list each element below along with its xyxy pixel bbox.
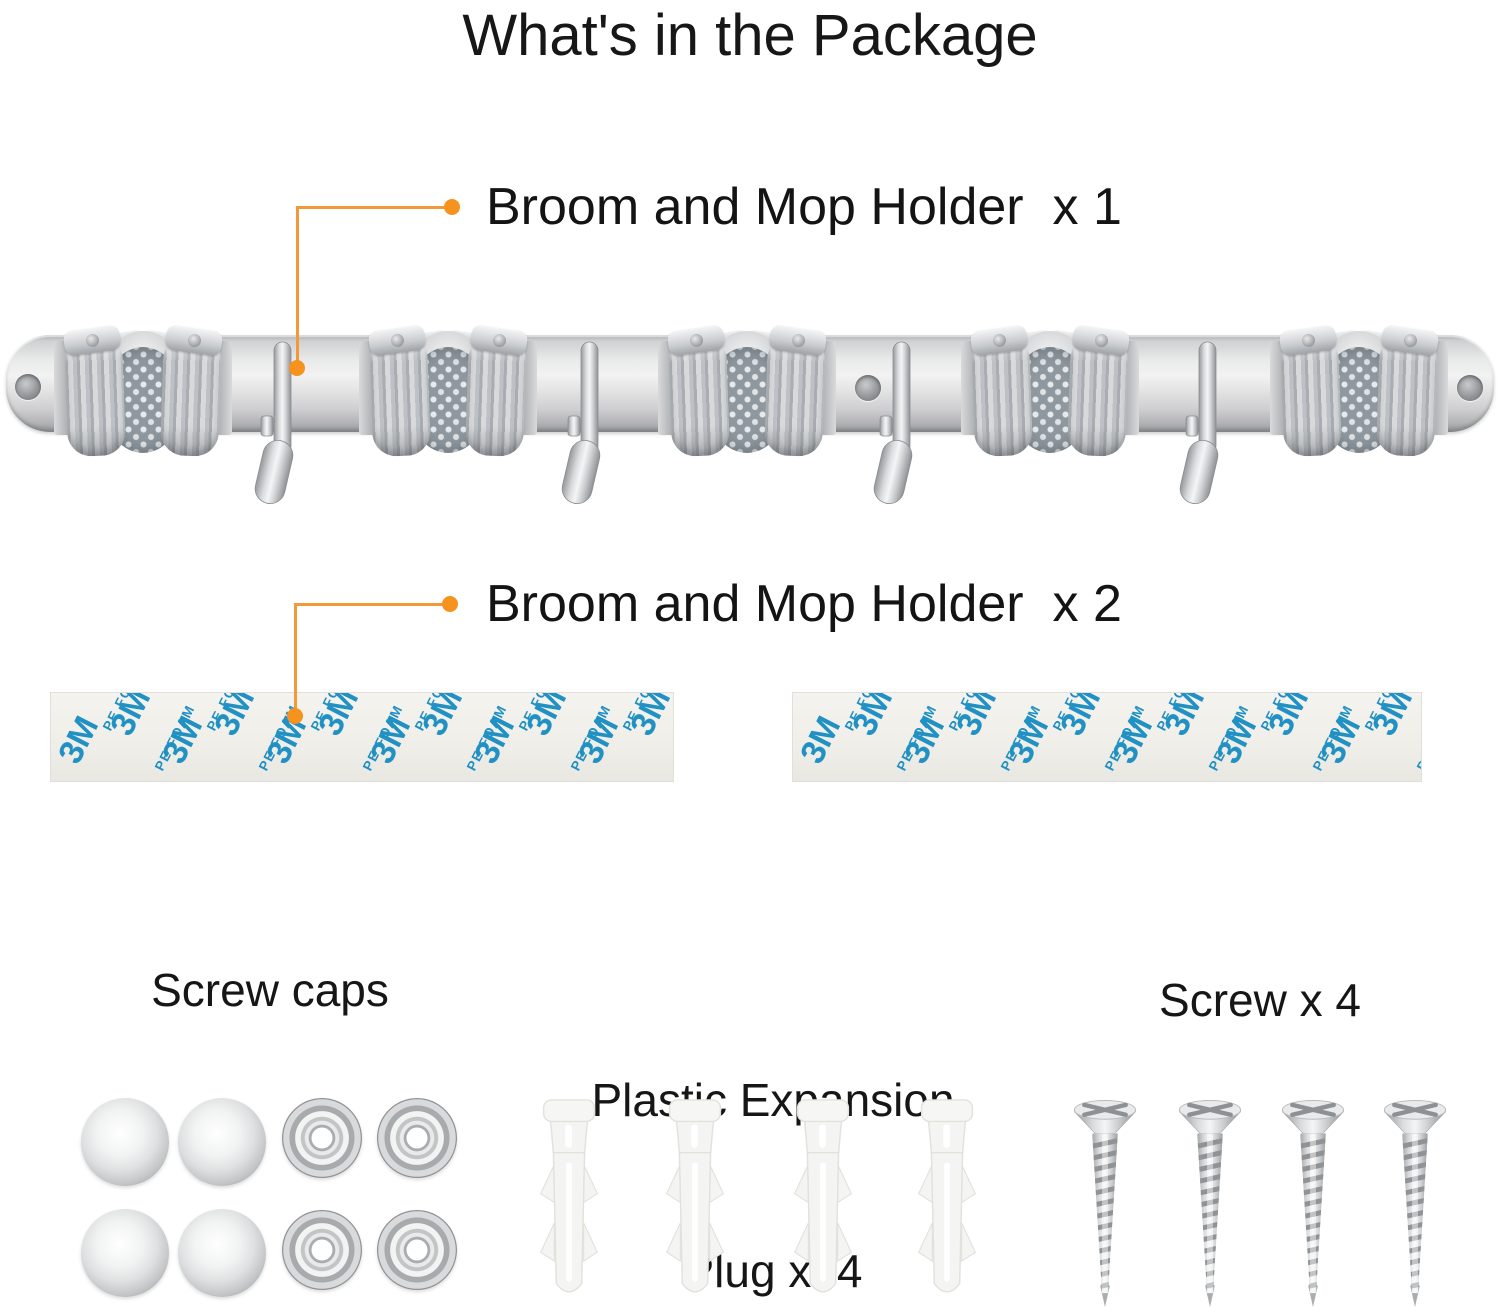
screw-cap-ring	[377, 1210, 457, 1290]
expansion-plug	[537, 1098, 601, 1305]
screw-cap-ring	[377, 1098, 457, 1178]
cap-screw	[186, 333, 202, 348]
callout-dot	[289, 360, 305, 376]
callout-dot	[442, 596, 458, 612]
screw-cap-ring	[282, 1210, 362, 1290]
callout-line-rack	[296, 206, 446, 209]
screw-cap-dome	[81, 1098, 169, 1186]
cap-screw	[991, 333, 1007, 348]
page-title: What's in the Package	[462, 3, 1038, 68]
mounting-hole	[1457, 375, 1483, 401]
screw-cap-dome	[178, 1209, 266, 1297]
mounting-screw	[1070, 1098, 1140, 1310]
strip-pe-foam-text: PE FOAM	[671, 702, 674, 774]
screw-caps-label: Screw caps	[151, 964, 389, 1016]
broom-gripper	[658, 324, 836, 465]
callout-dot	[444, 199, 460, 215]
callout-dot	[287, 708, 303, 724]
cap-screw	[84, 333, 100, 348]
screws-label: Screw x 4	[1159, 974, 1361, 1026]
wall-hook	[554, 340, 626, 510]
cap-screw	[1300, 333, 1316, 348]
cap-screw	[688, 333, 704, 348]
cap-screw	[1402, 333, 1418, 348]
mounting-screw	[1278, 1098, 1348, 1310]
expansion-plug	[915, 1098, 979, 1305]
mounting-hole	[15, 374, 41, 400]
holder-x1-label: Broom and Mop Holder x 1	[486, 178, 1122, 236]
cap-screw	[1093, 333, 1109, 348]
strip-pe-foam-text: PE FOAM	[1413, 702, 1422, 774]
callout-line-strips-vertical	[294, 603, 297, 717]
wall-hook	[1172, 340, 1244, 510]
callout-line-strips	[294, 603, 444, 606]
callout-line-rack-vertical	[296, 206, 299, 369]
strip-3m-logo: 3M	[792, 710, 849, 770]
broom-gripper	[961, 324, 1139, 465]
cap-screw	[491, 333, 507, 348]
holder-x2-label: Broom and Mop Holder x 2	[486, 575, 1122, 633]
mounting-screw	[1380, 1098, 1450, 1310]
broom-gripper	[1270, 324, 1448, 465]
screw-cap-dome	[178, 1098, 266, 1186]
broom-gripper	[359, 324, 537, 465]
expansion-plug	[663, 1098, 727, 1305]
mounting-hole	[855, 375, 881, 401]
broom-mop-holder	[0, 324, 1500, 518]
cap-screw	[790, 333, 806, 348]
wall-hook	[247, 340, 319, 510]
expansion-plug	[791, 1098, 855, 1305]
screw-cap-ring	[282, 1098, 362, 1178]
broom-gripper	[54, 324, 232, 465]
cap-screw	[389, 333, 405, 348]
strip-3m-logo: 3M	[50, 710, 107, 770]
wall-hook	[866, 340, 938, 510]
screw-cap-dome	[81, 1209, 169, 1297]
mounting-screw	[1175, 1098, 1245, 1310]
